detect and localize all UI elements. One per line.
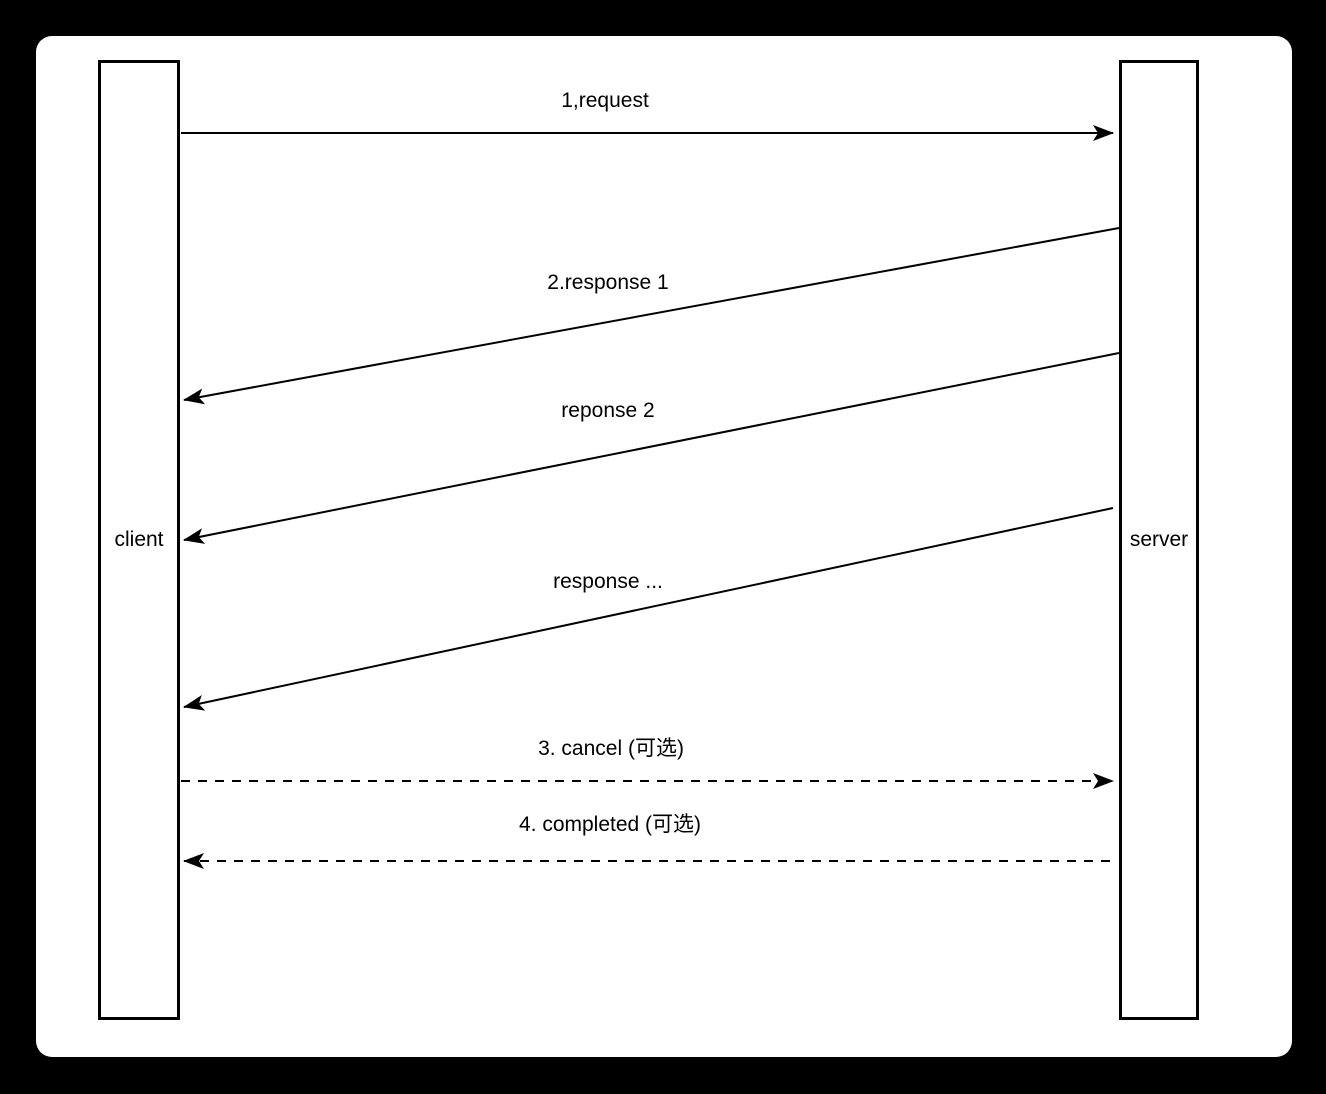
message-label-response-2: reponse 2 [561,399,655,422]
client-label: client [114,528,164,551]
message-label-cancel: 3. cancel (可选) [538,737,684,760]
server-label: server [1129,528,1189,551]
arrow-response-more [183,507,1114,711]
message-label-request: 1,request [561,89,649,112]
message-label-response-more: response ... [553,570,663,593]
message-label-response-1: 2.response 1 [547,271,669,294]
diagram-canvas [36,36,1292,1057]
arrow-response-1 [183,227,1120,405]
arrow-response-2 [183,352,1120,544]
lifeline-server: server [1119,60,1199,1020]
lifeline-client: client [98,60,180,1020]
message-label-completed: 4. completed (可选) [518,813,702,836]
